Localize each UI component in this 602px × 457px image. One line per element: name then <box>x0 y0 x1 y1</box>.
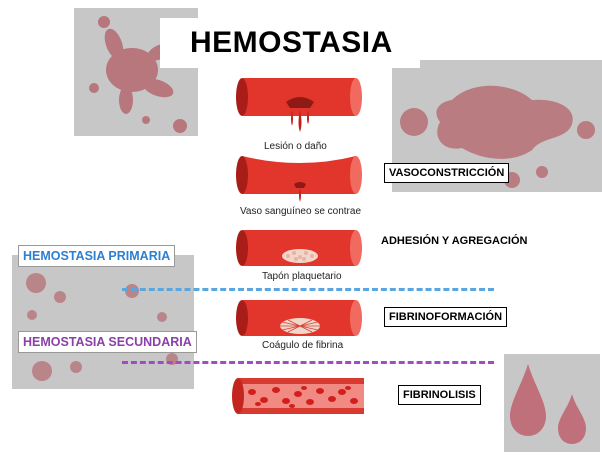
vessel-injury-icon <box>236 78 362 132</box>
page-title: HEMOSTASIA <box>160 18 420 68</box>
blood-pool-icon <box>400 85 595 188</box>
stage-fibrinolisis: FIBRINOLISIS <box>398 385 481 405</box>
vessel-platelet-plug-icon <box>236 230 362 266</box>
caption-tapon: Tapón plaquetario <box>262 271 342 282</box>
caption-coagulo: Coágulo de fibrina <box>262 340 344 351</box>
divider-secundaria <box>122 361 494 364</box>
caption-contrae: Vaso sanguíneo se contrae <box>240 206 362 217</box>
blood-droplet-icon <box>510 364 586 444</box>
stage-adhesion: ADHESIÓN Y AGREGACIÓN <box>376 231 533 251</box>
splat-panel-bottom-right <box>504 354 600 452</box>
splat-panel-left <box>12 255 194 389</box>
vessel-fibrin-clot-icon <box>236 300 362 336</box>
vessel-constricted-icon <box>236 156 362 202</box>
stage-fibrinoformacion: FIBRINOFORMACIÓN <box>384 307 508 327</box>
vessel-fibrinolysis-icon <box>232 378 364 414</box>
blood-drops-icon <box>26 273 178 381</box>
divider-primaria <box>122 288 494 291</box>
phase-secundaria: HEMOSTASIA SECUNDARIA <box>18 331 197 353</box>
caption-lesion: Lesión o daño <box>264 141 327 152</box>
stage-vasoconstriccion: VASOCONSTRICCIÓN <box>384 163 510 183</box>
phase-primaria: HEMOSTASIA PRIMARIA <box>18 245 176 267</box>
